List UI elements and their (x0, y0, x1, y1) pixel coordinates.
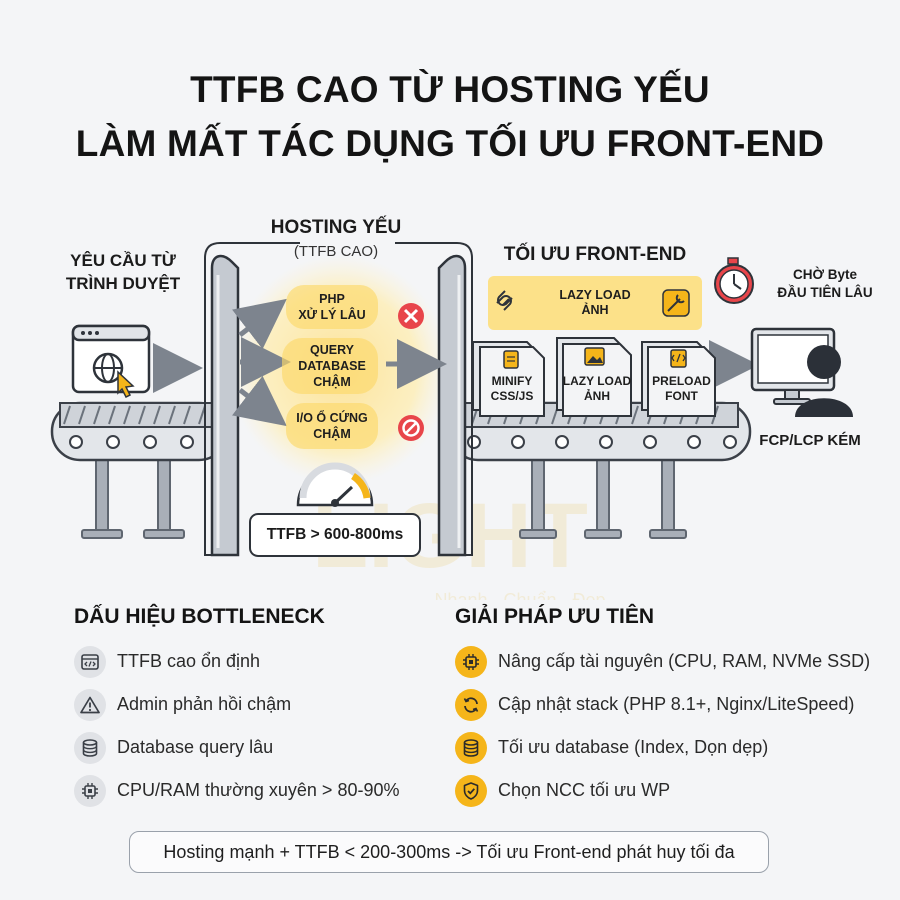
hosting-items (282, 285, 378, 449)
wait-label: CHỜ Byte ĐẦU TIÊN LÂU (760, 266, 890, 302)
signs-list: TTFB cao ổn định Admin phản hồi chậm Dat… (74, 640, 399, 812)
left-conveyor (50, 401, 231, 462)
frontend-banner-line-1: LAZY LOAD (559, 288, 631, 302)
frontend-banner (488, 276, 702, 330)
card-minify-line-1: MINIFY (491, 374, 533, 388)
solutions-item-stack: Cập nhật stack (PHP 8.1+, Nginx/LiteSpee… (455, 683, 870, 726)
wait-label-line-2: ĐẦU TIÊN LÂU (777, 285, 873, 300)
hosting-subtitle: (TTFB CAO) (293, 243, 379, 260)
solutions-item-upgrade: Nâng cấp tài nguyên (CPU, RAM, NVMe SSD) (455, 640, 870, 683)
signs-item-admin: Admin phản hồi chậm (74, 683, 399, 726)
solutions-item-text: Tối ưu database (Index, Dọn dẹp) (498, 737, 769, 757)
hosting-frame (204, 242, 473, 557)
card-preload (641, 341, 716, 417)
hosting-item-query: QUERY DATABASE CHẬM (280, 342, 384, 390)
cpu-icon (74, 774, 106, 807)
signs-item-ttfb: TTFB cao ổn định (74, 640, 399, 683)
signs-item-text: Database query lâu (117, 737, 274, 757)
monitor-user-icon (750, 327, 853, 417)
hosting-pipeline-diagram: LIGHT Nhanh - Chuẩn - Đẹp (50, 242, 853, 600)
left-conveyor-legs (81, 454, 185, 539)
shield-check-icon (455, 774, 487, 807)
hosting-item-io-line-2: CHẬM (313, 427, 351, 441)
request-label-line-1: YÊU CẦU TỪ (70, 251, 176, 270)
hosting-item-query-line-3: CHẬM (313, 375, 351, 389)
card-minify (472, 341, 545, 417)
footer-summary: Hosting mạnh + TTFB < 200-300ms -> Tối ư… (129, 831, 769, 873)
code-window-icon (74, 645, 106, 678)
solutions-item-database: Tối ưu database (Index, Dọn dẹp) (455, 726, 870, 769)
request-label: YÊU CẦU TỪ TRÌNH DUYỆT (58, 249, 188, 295)
result-label: FCP/LCP KÉM (759, 432, 861, 449)
hosting-item-query-line-1: QUERY (310, 343, 354, 357)
solutions-item-text: Chọn NCC tối ưu WP (498, 780, 671, 800)
ttfb-box (249, 513, 421, 557)
solutions-item-text: Cập nhật stack (PHP 8.1+, Nginx/LiteSpee… (498, 694, 855, 714)
refresh-icon (455, 688, 487, 721)
card-lazy-load-line-2: ẢNH (584, 389, 610, 403)
link-icon (496, 290, 513, 311)
frontend-banner-label: LAZY LOAD ẢNH (545, 288, 645, 318)
database-icon (74, 731, 106, 764)
warning-icon (74, 688, 106, 721)
right-conveyor-legs (519, 454, 687, 539)
x-icon (398, 303, 424, 329)
card-minify-line-2: CSS/JS (490, 389, 534, 403)
wait-label-line-1: CHỜ Byte (792, 267, 858, 282)
block-icon (398, 415, 424, 441)
signs-item-text: CPU/RAM thường xuyên > 80-90% (117, 780, 400, 800)
solutions-item-provider: Chọn NCC tối ưu WP (455, 769, 870, 812)
signs-item-text: TTFB cao ổn định (117, 651, 261, 671)
flow-arrows (153, 298, 759, 427)
card-lazy-load-line-1: LAZY LOAD (562, 374, 632, 388)
hosting-item-io: I/O Ổ CỨNG CHẬM (280, 410, 384, 442)
browser-window-icon (71, 324, 151, 399)
title-line-2: LÀM MẤT TÁC DỤNG TỐI ƯU FRONT-END (75, 123, 825, 164)
card-lazy-load (556, 337, 632, 417)
card-preload-line-2: FONT (665, 389, 698, 403)
request-label-line-2: TRÌNH DUYỆT (65, 274, 181, 293)
card-preload-label: PRELOAD FONT (648, 374, 715, 404)
hosting-item-php-line-1: PHP (319, 292, 345, 306)
signs-item-text: Admin phản hồi chậm (117, 694, 292, 714)
hosting-title: HOSTING YẾU (270, 217, 402, 238)
solutions-item-text: Nâng cấp tài nguyên (CPU, RAM, NVMe SSD) (498, 651, 871, 671)
signs-item-cpu: CPU/RAM thường xuyên > 80-90% (74, 769, 399, 812)
card-preload-line-1: PRELOAD (652, 374, 711, 388)
svg-text:Nhanh - Chuẩn - Đẹp: Nhanh - Chuẩn - Đẹp (434, 590, 605, 600)
title-line-1: TTFB CAO TỪ HOSTING YẾU (190, 69, 710, 110)
solutions-title: GIẢI PHÁP ƯU TIÊN (455, 605, 655, 628)
signs-item-database: Database query lâu (74, 726, 399, 769)
hosting-item-php: PHP XỬ LÝ LÂU (280, 291, 384, 323)
frontend-title: TỐI ƯU FRONT-END (503, 244, 687, 265)
hosting-item-php-line-2: XỬ LÝ LÂU (298, 308, 366, 322)
stopwatch-icon (714, 257, 754, 304)
frontend-banner-line-2: ẢNH (581, 303, 609, 317)
hosting-item-query-line-2: DATABASE (298, 359, 366, 373)
speed-gauge-icon (296, 462, 374, 507)
ttfb-value: TTFB > 600-800ms (266, 526, 404, 543)
card-lazy-load-label: LAZY LOAD ẢNH (560, 374, 634, 404)
cpu-icon (455, 645, 487, 678)
card-minify-label: MINIFY CSS/JS (480, 374, 544, 404)
solutions-list: Nâng cấp tài nguyên (CPU, RAM, NVMe SSD)… (455, 640, 870, 812)
frontend-cards (472, 337, 716, 417)
hosting-item-io-line-1: I/O Ổ CỨNG (296, 411, 368, 425)
signs-title: DẤU HIỆU BOTTLENECK (74, 605, 325, 628)
database-icon (455, 731, 487, 764)
